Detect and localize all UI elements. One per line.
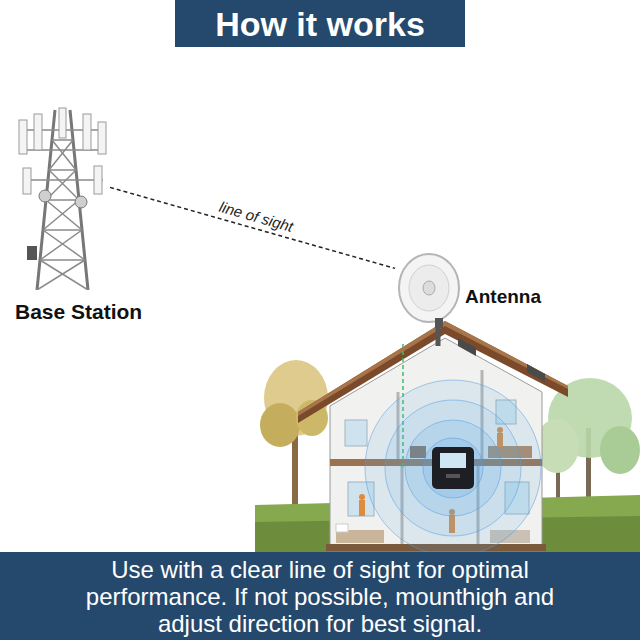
house-part (458, 338, 476, 356)
caption-text: Use with a clear line of sight for optim… (55, 556, 585, 637)
tower-shape-part-part (49, 169, 76, 171)
right-trees-part (600, 426, 640, 474)
line-of-sight-connector (110, 187, 395, 268)
right-trees (535, 378, 640, 512)
caption-banner: Use with a clear line of sight for optim… (0, 552, 640, 640)
title-banner: How it works (175, 0, 465, 47)
tower-shape-part-part (23, 179, 103, 181)
wifi-coverage-part (405, 420, 501, 516)
router-device-part (432, 447, 474, 489)
tower-shape-part-part (98, 122, 106, 154)
router-device-part (440, 453, 466, 468)
router-device-part (446, 474, 460, 478)
tower-shape-part-part (94, 166, 102, 194)
router-device (432, 447, 474, 489)
tower-shape-part (27, 246, 37, 260)
tower-shape-part-part (43, 230, 85, 260)
tower-shape-part-part (40, 260, 88, 290)
dish-shape (395, 250, 463, 330)
tower-shape-part-part (52, 140, 76, 170)
tower-shape-part-part (37, 260, 85, 290)
house-part (345, 420, 367, 446)
tower-shape-part-part (83, 114, 91, 150)
dish-shape-part (409, 265, 449, 311)
tower-shape-part (75, 196, 87, 208)
tower-shape-part-part (20, 149, 105, 151)
wifi-coverage (365, 380, 541, 556)
house-part (527, 364, 545, 382)
node-label: Base Station (15, 300, 142, 324)
node-label: Antenna (465, 286, 541, 308)
tower-shape-part-part (40, 259, 85, 261)
tower-shape-part-part (43, 229, 82, 231)
house-part (359, 494, 365, 500)
dish-shape-part (435, 318, 443, 328)
connector-layer-part (110, 187, 395, 268)
tower-shape-part-part (49, 170, 79, 200)
tower-shape-part-part (49, 140, 73, 170)
tower-shape-part (19, 108, 106, 194)
dish-shape-part (423, 281, 435, 295)
tower-shape-part-part (46, 199, 79, 201)
edge-label: line of sight (214, 197, 297, 236)
left-tree-part (260, 403, 300, 447)
tower-shape-part (20, 130, 105, 290)
wifi-coverage-part (385, 400, 521, 536)
tower-shape-part-part (52, 139, 73, 141)
tower-shape-part-part (19, 120, 27, 154)
wifi-coverage-part (423, 438, 483, 498)
dish-shape-part (399, 254, 459, 322)
title-text: How it works (215, 4, 425, 44)
wifi-coverage-part (365, 380, 541, 556)
tower-shape-part (39, 190, 51, 202)
antenna-dish: Antenna (395, 250, 463, 330)
tower-shape-part-part (23, 168, 31, 194)
base-station: Base Station (15, 100, 110, 290)
tower-shape-part-part (34, 114, 42, 150)
tower-shape-part-part (40, 230, 82, 260)
left-tree (260, 360, 328, 512)
tower-shape-part-part (43, 200, 79, 230)
tower-shape-part-part (59, 108, 66, 138)
house-part (359, 500, 365, 516)
house-part (336, 524, 348, 532)
tower-shape (15, 100, 110, 290)
